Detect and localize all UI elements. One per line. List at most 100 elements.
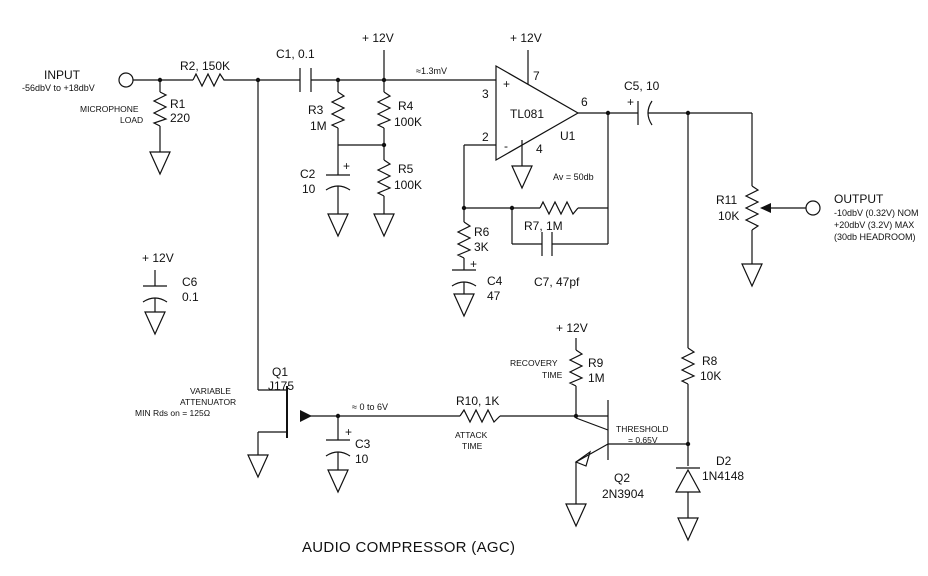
attack-label: ATTACK	[455, 430, 488, 440]
d2-value: 1N4148	[702, 469, 744, 483]
r11-value: 10K	[718, 209, 739, 223]
output-headroom: (30db HEADROOM)	[834, 232, 916, 242]
output-label: OUTPUT	[834, 192, 884, 206]
q2-value: 2N3904	[602, 487, 644, 501]
r9-name: R9	[588, 356, 604, 370]
labels: INPUT -56dbV to +18dbV MICROPHONE LOAD R…	[22, 31, 919, 556]
r3-value: 1M	[310, 119, 327, 133]
output-max: +20dbV (3.2V) MAX	[834, 220, 914, 230]
r6-name: R6	[474, 225, 490, 239]
input-range-label: -56dbV to +18dbV	[22, 83, 95, 93]
gain-label: Av = 50db	[553, 172, 594, 182]
capacitor-c1	[299, 68, 312, 92]
var-att-label-2: ATTENUATOR	[180, 397, 236, 407]
r9-value: 1M	[588, 371, 605, 385]
q1-name: Q1	[272, 365, 288, 379]
potentiometer-r11	[744, 185, 771, 231]
junctions	[157, 77, 691, 447]
resistor-r3	[330, 91, 346, 129]
resistor-r1	[152, 91, 168, 127]
opamp-minus: -	[504, 139, 508, 153]
c3-name: C3	[355, 437, 371, 451]
recovery-label-2: TIME	[542, 370, 563, 380]
capacitor-c2	[325, 174, 351, 191]
pin7-label: 7	[533, 69, 540, 83]
recovery-label: RECOVERY	[510, 358, 558, 368]
var-att-label: VARIABLE	[190, 386, 231, 396]
output-nom: -10dbV (0.32V) NOM	[834, 208, 919, 218]
c5-label: C5, 10	[624, 79, 660, 93]
mic-load-label: MICROPHONE	[80, 104, 139, 114]
c7-label: C7, 47pf	[534, 275, 580, 289]
diode-d2	[674, 467, 702, 493]
r1-value: 220	[170, 111, 190, 125]
r3-name: R3	[308, 103, 324, 117]
q2-name: Q2	[614, 471, 630, 485]
c1-label: C1, 0.1	[276, 47, 315, 61]
opamp-u1	[495, 64, 580, 162]
resistor-r2	[192, 72, 227, 88]
capacitor-c5	[637, 100, 653, 126]
capacitor-c7	[541, 232, 553, 256]
d2-name: D2	[716, 454, 732, 468]
r7-label: R7, 1M	[524, 219, 563, 233]
u1-label: U1	[560, 129, 576, 143]
v12-opamp-label: + 12V	[510, 31, 542, 45]
input-label: INPUT	[44, 68, 81, 82]
resistor-r4	[376, 91, 392, 129]
resistor-r8	[680, 347, 696, 385]
opamp-plus: +	[503, 77, 510, 91]
pin6-label: 6	[581, 95, 588, 109]
c3-value: 10	[355, 452, 369, 466]
c3-plus: +	[345, 425, 352, 439]
c2-plus: +	[343, 159, 350, 173]
r10-label: R10, 1K	[456, 394, 499, 408]
ground-symbols	[144, 151, 763, 542]
resistor-r9	[568, 349, 584, 387]
r8-value: 10K	[700, 369, 721, 383]
var-att-label-3: MIN Rds on = 125Ω	[135, 408, 210, 418]
q1-value: J175	[268, 379, 294, 393]
c4-value: 47	[487, 289, 501, 303]
v0to6-label: ≈ 0 to 6V	[352, 402, 388, 412]
c2-name: C2	[300, 167, 316, 181]
c6-name: C6	[182, 275, 198, 289]
r2-label: R2, 150K	[180, 59, 230, 73]
capacitor-c3	[325, 439, 351, 457]
pin2-label: 2	[482, 130, 489, 144]
attack-label-2: TIME	[462, 441, 483, 451]
r4-name: R4	[398, 99, 414, 113]
output-terminal	[805, 200, 821, 216]
c2-value: 10	[302, 182, 316, 196]
r1-name: R1	[170, 97, 186, 111]
r5-name: R5	[398, 162, 414, 176]
r8-name: R8	[702, 354, 718, 368]
c4-plus: +	[470, 257, 477, 271]
c6-value: 0.1	[182, 290, 199, 304]
resistor-r7	[539, 200, 579, 216]
wires	[133, 50, 806, 518]
resistor-r10	[459, 408, 501, 424]
pin3-label: 3	[482, 87, 489, 101]
input-terminal	[118, 72, 134, 88]
v12-top-label: + 12V	[362, 31, 394, 45]
transistor-q2	[574, 450, 592, 467]
mic-load-label-2: LOAD	[120, 115, 143, 125]
threshold-value: = 0.65V	[628, 435, 658, 445]
c4-name: C4	[487, 274, 503, 288]
r11-name: R11	[716, 193, 737, 207]
capacitor-c6	[142, 285, 168, 303]
r6-value: 3K	[474, 240, 489, 254]
v12-c6-label: + 12V	[142, 251, 174, 265]
threshold-label: THRESHOLD	[616, 424, 668, 434]
pin4-label: 4	[536, 142, 543, 156]
opamp-name: TL081	[510, 107, 544, 121]
v12-r9-label: + 12V	[556, 321, 588, 335]
r4-value: 100K	[394, 115, 422, 129]
r5-value: 100K	[394, 178, 422, 192]
c5-plus: +	[627, 95, 634, 109]
capacitor-c4	[451, 269, 477, 287]
jfet-q1	[286, 386, 312, 438]
v13mv-label: ≈1.3mV	[416, 66, 447, 76]
